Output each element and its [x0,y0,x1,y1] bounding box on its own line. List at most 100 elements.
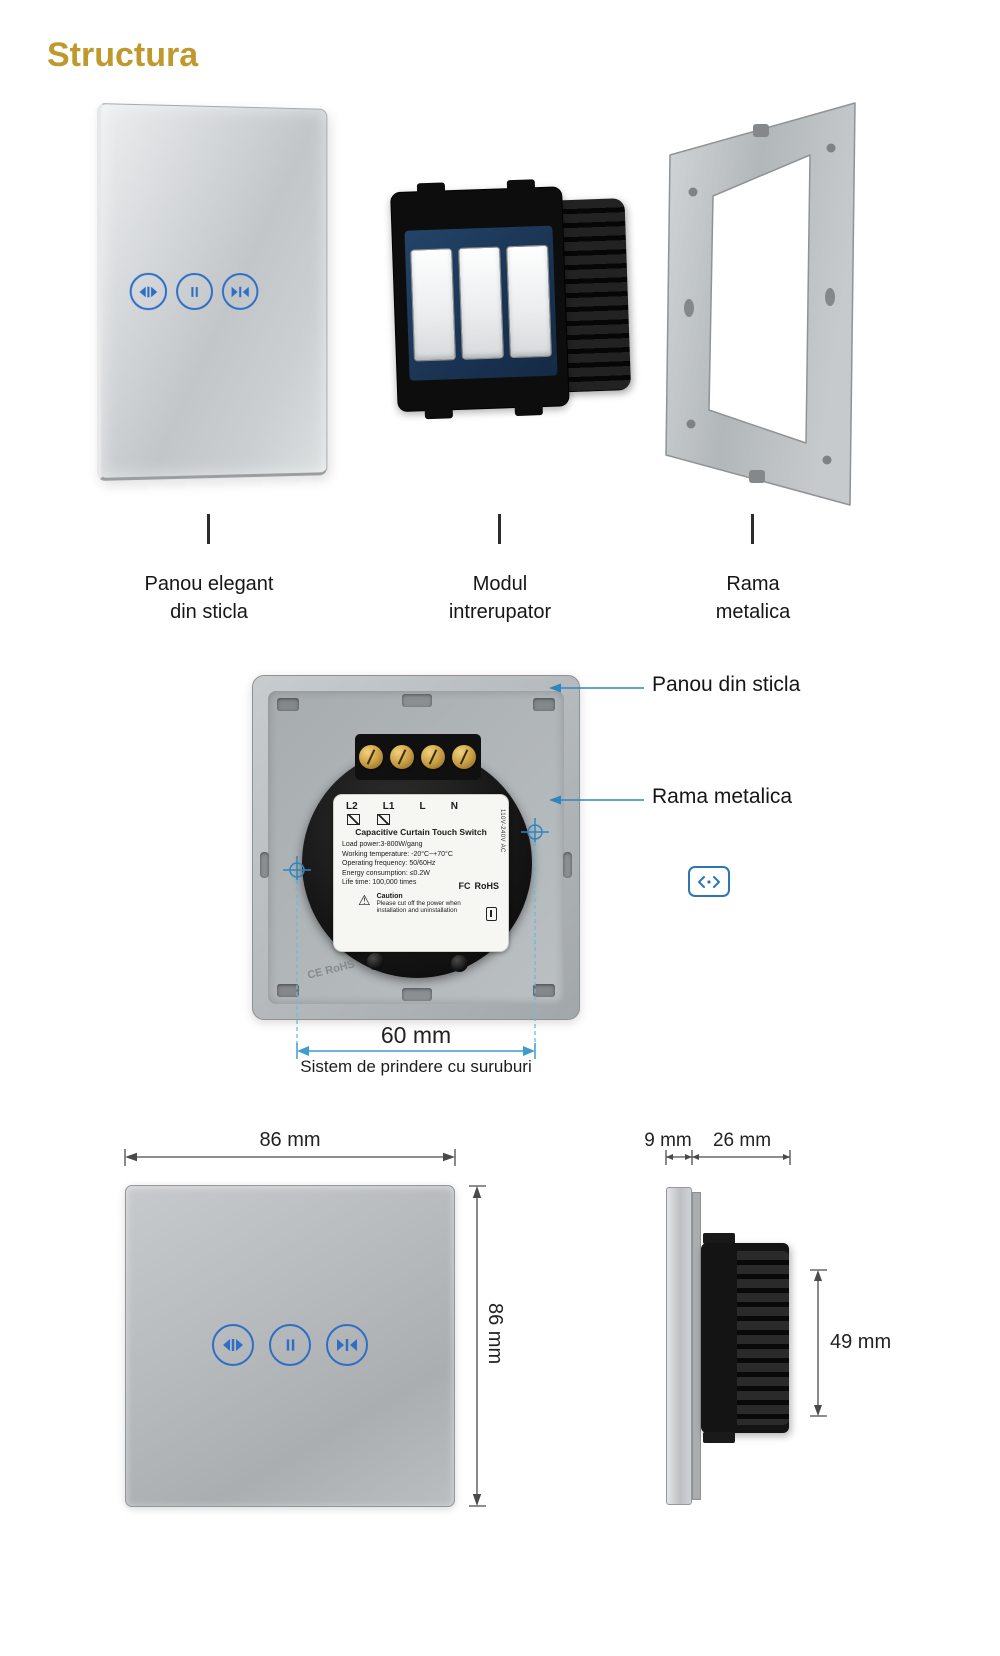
terminal-screw [421,745,445,769]
rocker-key [410,248,456,362]
dimension-width: 86 mm [259,1129,321,1151]
caution-text: Please cut off the power when installati… [376,899,461,915]
terminal-block [355,734,481,780]
terminal-screw [390,745,414,769]
warning-icon: ⚠ [358,891,371,908]
module-pcb [404,225,558,381]
side-view-module [701,1243,789,1433]
pause-icon [269,1324,311,1366]
rocker-key [506,244,552,359]
spec-label: L2 L1 L N 110V-240V AC Capacitive Curtai… [333,794,509,952]
power-cut-icon [486,907,497,921]
voltage-rating: 110V-240V AC [499,809,505,853]
page-title: Structura [47,36,199,74]
frame-hole [686,419,696,429]
terminal-screw [359,745,383,769]
frame-hole [822,455,832,465]
side-view-glass [666,1187,692,1505]
pointer-line [498,514,501,544]
caption-text: Rama [726,573,780,595]
caption-text: din sticla [170,601,248,623]
terminal-markings: L2 L1 L N [346,801,458,812]
frame-slot [277,698,299,711]
dimension-line-module-depth [810,1269,827,1417]
mounting-claw [514,401,543,417]
frame-slot [533,984,555,997]
touch-button-row [212,1324,368,1366]
frame-slot [402,694,432,707]
caption-text: metalica [715,601,791,623]
caption-text: intrerupator [448,601,552,623]
callout-glass-panel: Panou din sticla [652,673,801,696]
mounting-claw [416,182,446,198]
dimension-screw-spacing: 60 mm [380,1022,452,1048]
caution-block: ⚠ Caution Please cut off the power when … [342,893,500,915]
caption-text: Modul [472,573,528,595]
switch-module-image [388,172,642,432]
terminal-label: L [419,801,426,812]
mounting-claw [703,1432,735,1443]
side-view-frame [692,1192,701,1500]
mounting-claw [506,179,536,195]
claw-screw [451,955,468,972]
spec-line: Energy consumption: ≤0.2W [342,869,430,877]
certification-marks: FC RoHS [459,881,500,891]
front-view-panel [125,1185,455,1507]
frame-notch [260,852,269,878]
fcc-mark: FC [458,881,471,891]
frame-hole [688,187,698,197]
module-front-plate [390,179,570,420]
dimension-height: 86 mm [484,1303,506,1365]
caption-metal-frame: Rama metalica [661,570,845,626]
mounting-claw [703,1233,735,1244]
screw-system-note: Sistem de prindere cu suruburi [300,1057,532,1076]
callout-metal-frame: Rama metalica [652,785,793,808]
rocker-key [458,246,504,360]
mounting-claw [424,404,454,420]
glass-panel-image [97,103,328,481]
pointer-line [751,514,754,544]
spec-line: Load power:3-800W/gang [342,841,423,848]
frame-slot [277,984,299,997]
frame-slot [825,288,835,306]
terminal-screw [452,745,476,769]
motor-symbol-icon [377,814,390,825]
frame-slot [753,124,769,137]
dimension-glass-thickness: 9 mm [644,1130,692,1151]
dimension-line-depths [665,1150,791,1165]
claw-screw [367,953,384,970]
spec-line: Life time: 100,000 times [342,879,417,886]
frame-slot [533,698,555,711]
terminal-label: N [450,801,458,812]
spec-line: Working temperature: -20°C~+70°C [342,850,453,858]
width-arrows-icon [688,866,730,897]
motor-symbol-icon [347,814,360,825]
assembled-back-view: L2 L1 L N 110V-240V AC Capacitive Curtai… [252,675,580,1020]
label-title: Capacitive Curtain Touch Switch [355,827,487,837]
frame-hole [826,143,836,153]
dimension-total-depth: 26 mm [712,1130,772,1151]
metal-frame-image [665,102,856,506]
frame-body [665,102,856,506]
touch-button-row [129,272,259,311]
caution-title: Caution [376,892,403,900]
frame-notch [563,852,572,878]
terminal-label: L2 [346,801,358,812]
curtain-open-icon [212,1324,254,1366]
frame-slot [749,470,765,483]
frame-slot [402,988,432,1001]
dimension-module-depth: 49 mm [830,1331,892,1353]
pointer-line [207,514,210,544]
curtain-open-icon [129,272,168,311]
pause-icon [176,272,214,311]
motor-symbols [347,814,500,825]
caption-text: Panou elegant [144,573,274,595]
spec-line: Operating frequency: 50/60Hz [342,860,436,867]
curtain-close-icon [221,273,259,310]
terminal-label: L1 [382,801,395,812]
frame-slot [684,299,694,317]
module-fins [737,1251,789,1425]
rohs-mark: RoHS [474,881,500,891]
curtain-close-icon [326,1324,368,1366]
